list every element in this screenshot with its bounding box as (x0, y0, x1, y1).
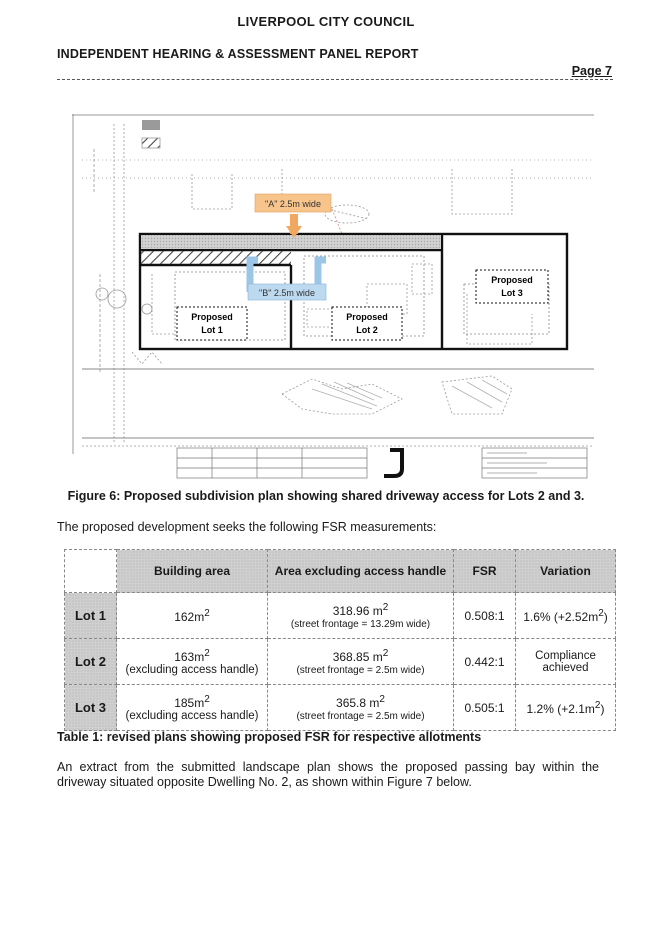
svg-text:Lot 1: Lot 1 (201, 325, 223, 335)
area-value: 365.8 m (336, 695, 380, 710)
area-value: 368.85 m (332, 649, 383, 664)
fsr-cell: 0.508:1 (453, 592, 516, 639)
plan-title-block (176, 447, 588, 479)
intro-paragraph: The proposed development seeks the follo… (57, 520, 437, 534)
variation-suffix: ) (603, 609, 608, 624)
table-header-row: Building area Area excluding access hand… (64, 549, 616, 593)
lot-boundaries (138, 232, 569, 351)
svg-text:"B" 2.5m wide: "B" 2.5m wide (259, 288, 315, 298)
table-row: Lot 2 163m2 (excluding access handle) 36… (64, 638, 616, 685)
building-area-value: 185m (174, 695, 205, 710)
table-header-cell (64, 549, 117, 593)
fsr-cell: 0.505:1 (453, 684, 516, 731)
svg-text:Lot 2: Lot 2 (356, 325, 378, 335)
svg-text:Proposed: Proposed (491, 275, 533, 285)
building-area-cell: 185m2 (excluding access handle) (116, 684, 268, 731)
council-name: LIVERPOOL CITY COUNCIL (237, 14, 415, 29)
table-header-cell: Area excluding access handle (267, 549, 454, 593)
variation-value: Compliance (535, 649, 596, 662)
frontage-note: (street frontage = 2.5m wide) (296, 664, 425, 676)
area-value: 318.96 m (332, 603, 383, 618)
fsr-cell: 0.442:1 (453, 638, 516, 685)
table-header-cell: FSR (453, 549, 516, 593)
table-row: Lot 1 162m2 318.96 m2 (street frontage =… (64, 592, 616, 639)
variation-cell: Compliance achieved (515, 638, 616, 685)
svg-text:"A" 2.5m wide: "A" 2.5m wide (265, 199, 321, 209)
variation-cell: 1.2% (+2.1m2) (515, 684, 616, 731)
lot-1-label: Proposed Lot 1 (176, 306, 248, 341)
building-area-note: (excluding access handle) (125, 709, 259, 722)
area-cell: 368.85 m2 (street frontage = 2.5m wide) (267, 638, 454, 685)
subdivision-plan-figure: "A" 2.5m wide "B" 2.5m wide Proposed Lot… (72, 114, 594, 482)
header-divider (57, 79, 613, 80)
building-area-note: (excluding access handle) (125, 663, 259, 676)
lot-cell: Lot 3 (64, 684, 117, 731)
table-header-cell: Variation (515, 549, 616, 593)
driveway-b-right-arrow-icon (314, 256, 326, 292)
driveway-b-left-arrow-icon (246, 256, 258, 292)
extract-paragraph: An extract from the submitted landscape … (57, 760, 599, 789)
variation-value: 1.2% (+2.1m (526, 701, 595, 716)
fsr-table: Building area Area excluding access hand… (64, 549, 616, 731)
building-area-value: 162m (174, 609, 205, 624)
lot-cell: Lot 2 (64, 638, 117, 685)
building-area-cell: 162m2 (116, 592, 268, 639)
svg-text:Proposed: Proposed (191, 312, 233, 322)
area-cell: 365.8 m2 (street frontage = 2.5m wide) (267, 684, 454, 731)
variation-cell: 1.6% (+2.52m2) (515, 592, 616, 639)
area-cell: 318.96 m2 (street frontage = 13.29m wide… (267, 592, 454, 639)
access-handle-hatch (141, 251, 291, 264)
building-area-value: 163m (174, 649, 205, 664)
frontage-note: (street frontage = 13.29m wide) (290, 618, 431, 630)
table-caption: Table 1: revised plans showing proposed … (57, 730, 482, 744)
page-number: Page 7 (571, 64, 612, 78)
table-header-cell: Building area (116, 549, 268, 593)
building-area-cell: 163m2 (excluding access handle) (116, 638, 268, 685)
svg-text:Lot 3: Lot 3 (501, 288, 523, 298)
lot-3-label: Proposed Lot 3 (475, 269, 549, 304)
table-row: Lot 3 185m2 (excluding access handle) 36… (64, 684, 616, 731)
svg-text:Proposed: Proposed (346, 312, 388, 322)
variation-suffix: ) (600, 701, 605, 716)
lot-2-label: Proposed Lot 2 (331, 306, 403, 341)
driveway-a-label: "A" 2.5m wide (254, 193, 332, 213)
lot-cell: Lot 1 (64, 592, 117, 639)
driveway-b-label: "B" 2.5m wide (247, 283, 327, 301)
driveway-a-arrowhead-icon (286, 226, 302, 238)
frontage-note: (street frontage = 2.5m wide) (296, 710, 425, 722)
variation-value: 1.6% (+2.52m (523, 609, 599, 624)
variation-suffix: achieved (542, 661, 589, 674)
shared-driveway-band (141, 235, 441, 249)
report-title: INDEPENDENT HEARING & ASSESSMENT PANEL R… (57, 47, 419, 61)
figure-caption: Figure 6: Proposed subdivision plan show… (67, 489, 585, 503)
